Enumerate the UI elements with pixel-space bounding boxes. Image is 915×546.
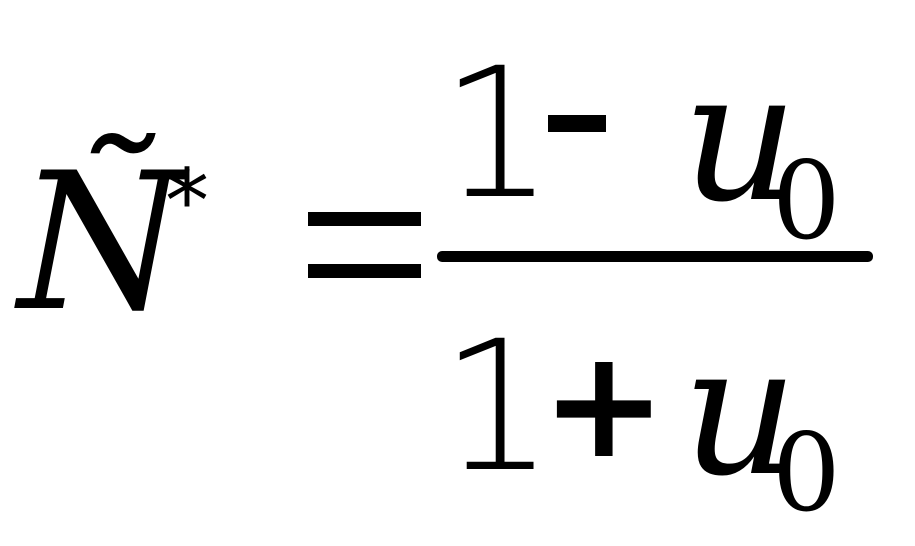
denominator-variable: u — [682, 307, 798, 516]
numerator-constant: 1 — [440, 30, 555, 239]
numerator-minus-sign — [548, 115, 606, 132]
denominator-subscript: 0 — [772, 411, 841, 536]
denominator-constant: 1 — [440, 303, 555, 512]
lhs-superscript: * — [165, 150, 209, 253]
equals-sign-bottom-bar — [308, 264, 421, 278]
fraction-bar — [437, 251, 873, 262]
equals-sign-top-bar — [308, 212, 421, 226]
numerator-subscript: 0 — [772, 139, 841, 264]
lhs-symbol: Ñ — [18, 132, 185, 353]
numerator-variable: u — [682, 33, 798, 242]
denominator-plus-sign: + — [541, 318, 667, 492]
